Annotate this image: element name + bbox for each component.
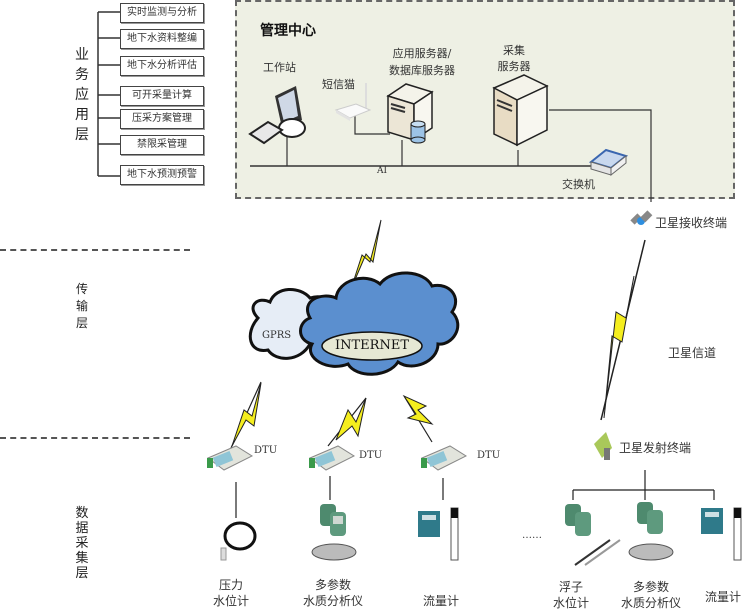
satellite-receiver-icon (630, 210, 653, 225)
management-center-title: 管理中心 (260, 23, 316, 39)
lightning-bolt (231, 382, 262, 447)
pressure-level-sensor-icon (220, 521, 257, 561)
water-quality-analyzer-icon (628, 502, 674, 561)
workstation-icon (248, 86, 306, 145)
satellite-lightning-bolt (603, 275, 635, 419)
database-icon (410, 120, 426, 144)
flowmeter-icon (701, 507, 742, 561)
collect-server-icon (492, 74, 549, 147)
dtu-device-icon (421, 445, 468, 471)
dtu-device-icon (309, 445, 356, 471)
app-server-label-1: 应用服务器/ (392, 47, 452, 60)
flowmeter-label: 流量计 (704, 590, 741, 604)
float-gauge-label-1: 浮子 (558, 580, 583, 594)
business-item: 可开采量计算 (120, 86, 204, 106)
sms-modem-icon (334, 83, 372, 121)
layer-separator-top (0, 249, 190, 251)
lightning-bolt (402, 394, 434, 425)
business-item: 地下水分析评估 (120, 56, 204, 76)
layer-label-transport: 传输层 (75, 282, 88, 330)
switch-label: 交换机 (562, 178, 595, 191)
sms-modem-label: 短信猫 (322, 78, 355, 91)
water-quality-analyzer-icon (311, 504, 357, 561)
switch-icon (588, 148, 629, 177)
dtu-device-icon (207, 445, 254, 471)
dtu-label: DTU (254, 445, 278, 456)
flowmeter-label: 流量计 (422, 594, 459, 608)
water-quality-label-1: 多参数 (632, 580, 669, 594)
float-level-gauge-icon (565, 504, 621, 566)
business-item: 地下水资料整编 (120, 29, 204, 49)
water-quality-label-2: 水质分析仪 (302, 594, 363, 608)
business-item: 地下水预测预警 (120, 165, 204, 185)
lightning-bolt (335, 397, 367, 441)
gprs-label: GPRS (262, 330, 292, 341)
satellite-receiver-label: 卫星接收终端 (655, 216, 728, 230)
pressure-gauge-label-1: 压力 (218, 578, 243, 592)
layer-separator-bottom (0, 437, 190, 439)
internet-cloud (299, 271, 460, 376)
ellipsis: …… (522, 530, 542, 541)
satellite-transmitter-icon (594, 432, 612, 460)
collect-server-label-2: 服务器 (497, 60, 531, 73)
internet-label: INTERNET (335, 338, 409, 353)
float-gauge-label-2: 水位计 (552, 596, 589, 610)
business-item: 压采方案管理 (120, 109, 204, 129)
app-server-label-2: 数据库服务器 (389, 64, 455, 77)
satellite-channel-label: 卫星信道 (668, 346, 717, 360)
dtu-label: DTU (359, 450, 383, 461)
water-quality-label-1: 多参数 (314, 578, 351, 592)
layer-label-business: 业务应用层 (75, 47, 89, 143)
pressure-gauge-label-2: 水位计 (212, 594, 249, 608)
flowmeter-icon (418, 507, 459, 561)
business-item: 禁限采管理 (120, 135, 204, 155)
collect-server-label-1: 采集 (503, 44, 525, 57)
water-quality-label-2: 水质分析仪 (620, 596, 681, 610)
business-item: 实时监测与分析 (120, 3, 204, 23)
workstation-label: 工作站 (263, 61, 296, 74)
dtu-label: DTU (477, 450, 501, 461)
bus-label: AI (377, 166, 388, 176)
layer-label-collection: 数据采集层 (75, 506, 89, 581)
satellite-transmitter-label: 卫星发射终端 (619, 441, 692, 455)
